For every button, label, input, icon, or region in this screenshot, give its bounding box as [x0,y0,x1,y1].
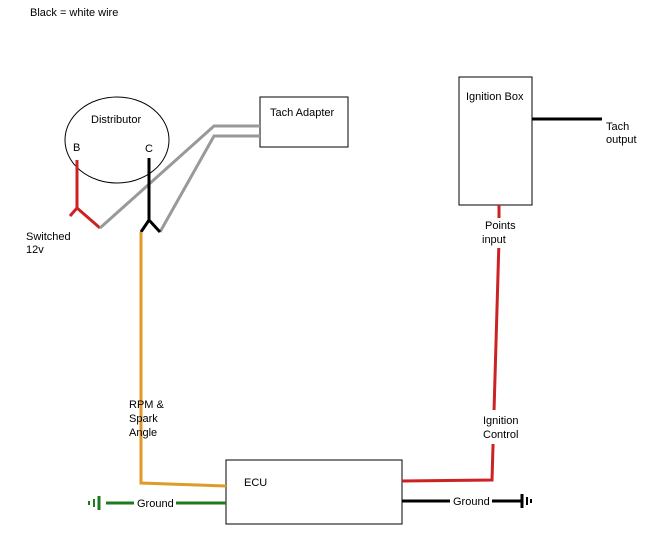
points-input-label-1: Points [485,220,516,232]
ignition-box-label: Ignition Box [466,91,524,103]
tach-adapter-box [259,96,349,148]
distributor-circle [64,96,170,184]
ignition-control-label-1: Ignition [483,415,518,427]
rpm-label-2: Spark [129,413,158,425]
tach-output-label-1: Tach [606,121,629,133]
switched-12v-label-1: Switched [26,231,71,243]
rpm-label-1: RPM & [129,399,165,411]
tach-adapter-label: Tach Adapter [270,107,335,119]
tach-output-label-2: output [606,134,637,146]
ecu-box [225,459,403,525]
points-input-label-bg [480,218,518,248]
right-ground-label: Ground [453,496,490,508]
tach-adapter-wire-1 [98,124,260,230]
legend-note: Black = white wire [30,7,118,19]
tach-adapter-wire-2 [158,134,260,233]
rpm-spark-angle-wire [139,232,227,488]
terminal-b-label: B [73,142,80,154]
switched-12v-wire-tip [68,207,79,217]
left-ground-label-bg [134,496,176,511]
left-ground-label: Ground [137,498,174,510]
terminal-c-label: C [145,143,153,155]
ecu-label: ECU [244,477,267,489]
switched-12v-label-2: 12v [26,244,44,256]
distributor-label: Distributor [91,114,141,126]
terminal-c-fork [139,217,162,234]
right-ground-label-bg [450,494,492,509]
ignition-control-label-2: Control [483,429,518,441]
ignition-control-label-bg [482,410,522,444]
points-input-label-2: input [482,234,506,246]
rpm-label-3: Angle [129,427,157,439]
ignition-box [458,76,533,206]
